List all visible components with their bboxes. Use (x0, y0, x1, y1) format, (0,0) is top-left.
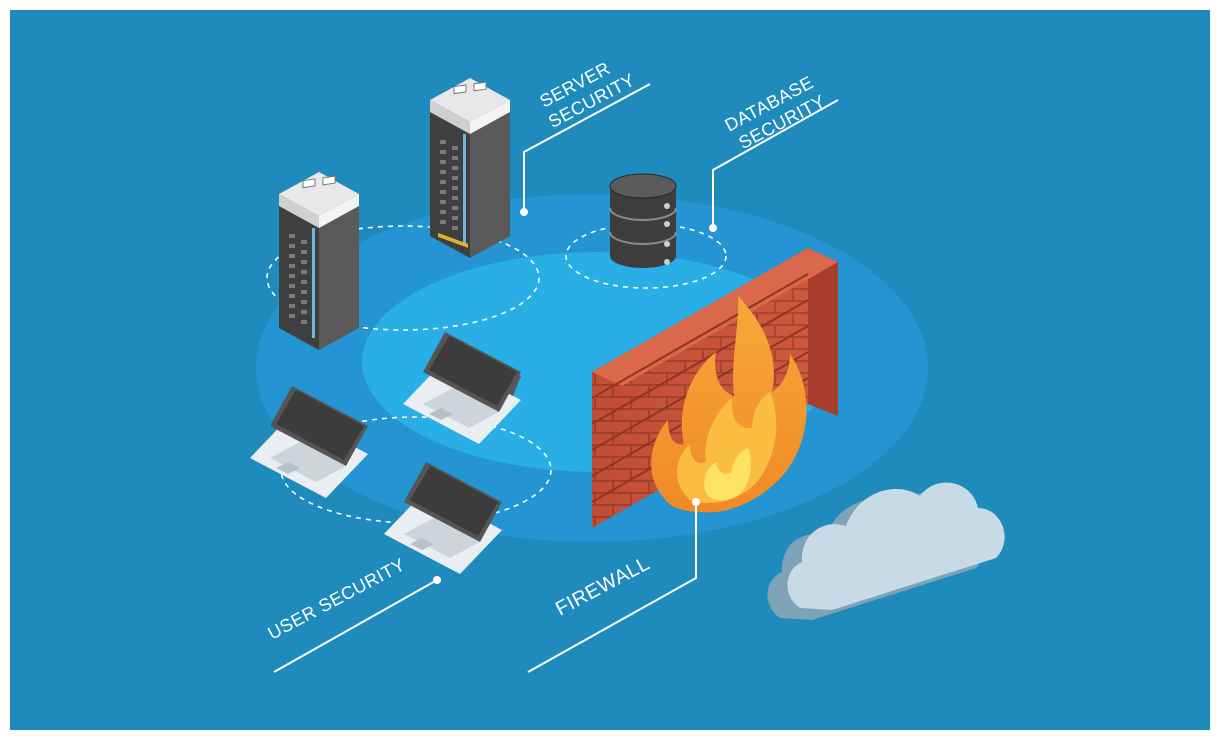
cloud-icon (767, 482, 1005, 620)
database-security-leader (709, 99, 839, 232)
server-tower-icon (430, 78, 510, 258)
database-icon (609, 173, 677, 268)
server-security-leader (520, 83, 651, 216)
laptop-icon (250, 386, 368, 498)
user-security-leader (273, 576, 441, 673)
firewall-leader (527, 498, 700, 673)
flame-icon (651, 296, 807, 513)
laptop-icon (384, 462, 502, 574)
server-tower-icon (279, 172, 359, 350)
database-zone-ring (565, 223, 727, 289)
laptop-icon (403, 332, 521, 444)
server-zone-ring (266, 225, 540, 331)
